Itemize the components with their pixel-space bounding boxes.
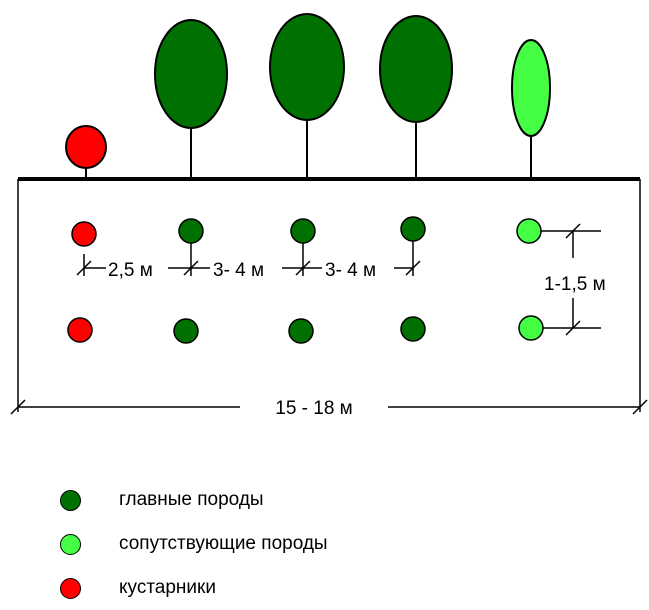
spacing-dimension-line <box>76 241 421 276</box>
legend-item-shrubs: кустарники <box>60 566 620 610</box>
planting-scheme-diagram: 2,5 м 3- 4 м 3- 4 м 1-1,5 м 15 - 18 м <box>10 13 648 419</box>
main-tree-profile-3 <box>379 15 453 179</box>
dim-label-total-width: 15 - 18 м <box>275 398 353 419</box>
dim-label-row-spacing: 1-1,5 м <box>544 274 606 295</box>
total-width-dimension <box>10 399 648 415</box>
accompanying-tree-profile <box>511 39 551 179</box>
shrub-profile <box>65 125 107 179</box>
legend: главные породы сопутствующие породы куст… <box>60 478 620 610</box>
shrub-dot-row1 <box>71 221 97 247</box>
main-dot-row2-3 <box>400 316 426 342</box>
main-tree-profile-2 <box>269 13 345 179</box>
main-dot-row1-3 <box>400 216 426 242</box>
dim-label-main-2: 3- 4 м <box>325 260 376 281</box>
accompanying-dot-row2 <box>518 315 544 341</box>
dim-label-main-1: 3- 4 м <box>213 260 264 281</box>
legend-label-main: главные породы <box>119 489 264 510</box>
legend-item-accompanying: сопутствующие породы <box>60 522 620 566</box>
main-dot-row1-2 <box>290 218 316 244</box>
main-dot-row2-2 <box>288 318 314 344</box>
row-spacing-dimension <box>541 223 601 336</box>
dark-green-circle-icon <box>60 489 81 511</box>
light-green-circle-icon <box>60 533 81 555</box>
main-dot-row1-1 <box>178 218 204 244</box>
legend-item-main: главные породы <box>60 478 620 522</box>
accompanying-dot-row1 <box>516 218 542 244</box>
main-dot-row2-1 <box>173 318 199 344</box>
main-tree-profile-1 <box>154 19 228 179</box>
shrub-dot-row2 <box>67 317 93 343</box>
red-circle-icon <box>60 577 81 599</box>
legend-label-accompanying: сопутствующие породы <box>119 533 328 554</box>
legend-label-shrubs: кустарники <box>119 577 216 598</box>
dim-label-shrub-to-main: 2,5 м <box>108 260 153 281</box>
